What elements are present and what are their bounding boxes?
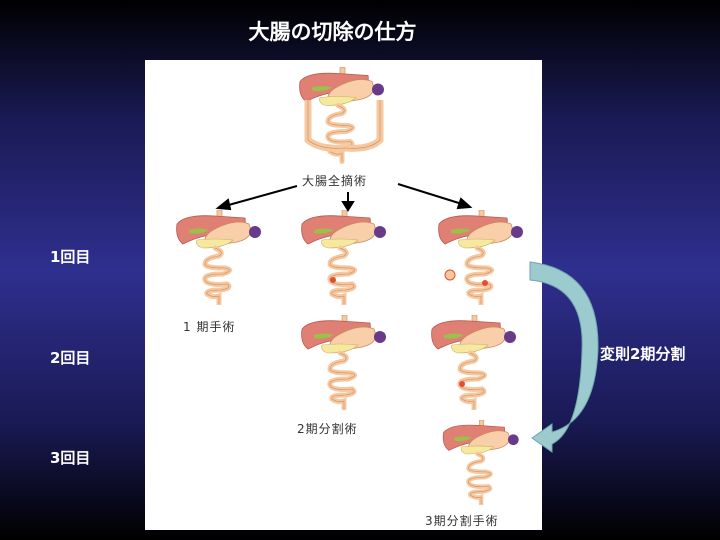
- label-one-stage: 1 期手術: [183, 320, 236, 334]
- label-three-stage: 3期分割手術: [425, 514, 499, 528]
- row-label-3: 3回目: [50, 449, 91, 467]
- label-total-colectomy: 大腸全摘術: [302, 174, 368, 188]
- curved-arrow: [529, 261, 599, 453]
- row-label-1: 1回目: [50, 248, 91, 266]
- label-two-stage: 2期分割術: [297, 422, 358, 436]
- slide-title: 大腸の切除の仕方: [248, 20, 417, 44]
- arrows: [215, 183, 473, 212]
- figure-two-stage-b: [302, 315, 386, 409]
- figure-one-stage: [177, 210, 261, 304]
- figure-two-stage-a: [302, 210, 386, 304]
- full-colon-figure: [300, 68, 384, 162]
- figure-modified-a: [439, 210, 523, 304]
- modified-two-stage-label: 変則2期分割: [600, 345, 686, 363]
- figure-three-stage: [443, 420, 519, 504]
- figure-modified-b: [432, 315, 516, 409]
- row-label-2: 2回目: [50, 349, 91, 367]
